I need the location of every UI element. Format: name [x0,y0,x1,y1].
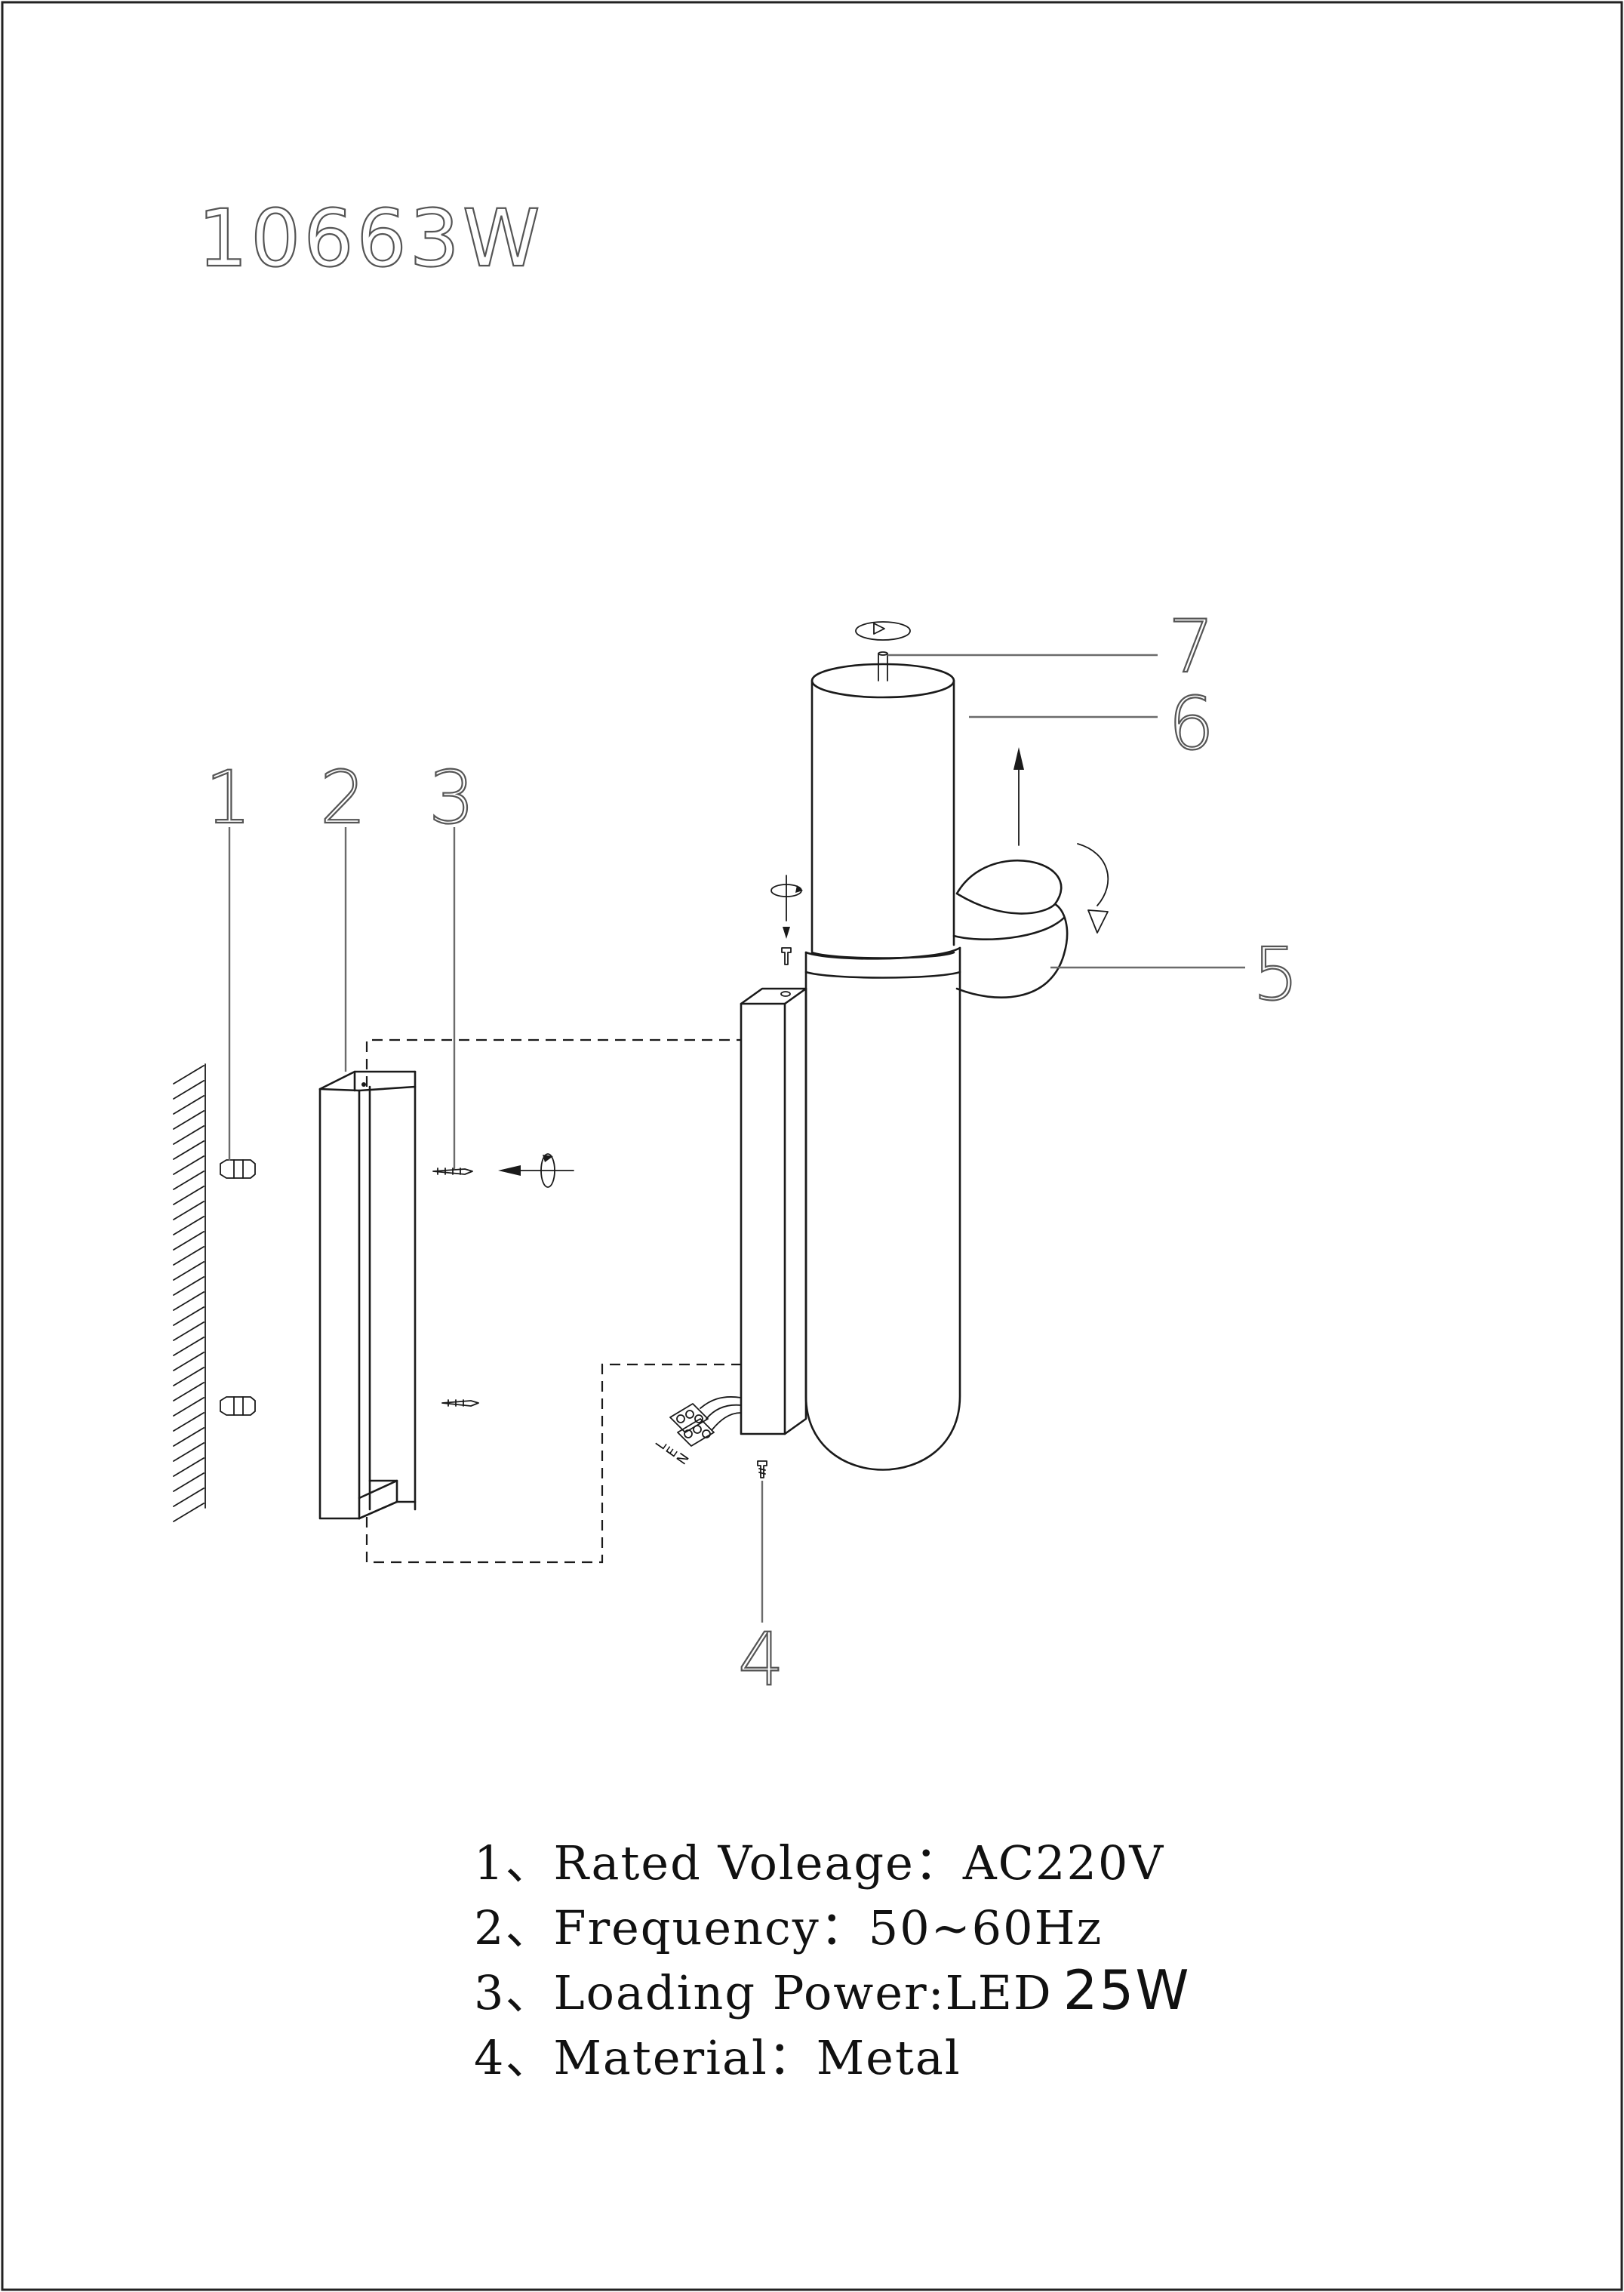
hatch-line [173,1412,205,1432]
spec-1-value: AC220V [962,1835,1164,1891]
hatch-line [173,1155,205,1175]
hatch-line [173,1321,205,1341]
spec-3-value-big: 25W [1063,1958,1191,2022]
hatch-line [173,1276,205,1296]
spec-4-number: 4、 [474,2030,553,2085]
callout-4: 4 [738,1617,784,1702]
spec-3-label: Loading Power: [553,1965,945,2020]
top-knob [855,621,911,681]
callout-5: 5 [1253,932,1299,1017]
spec-row-2: 2、Frequency：50~60Hz [474,1900,1103,1955]
screw-bottom [441,1399,479,1407]
wall-anchor-top [220,1159,256,1179]
hatch-line [173,1472,205,1492]
hatch-line [173,1246,205,1266]
spec-4-value: Metal [817,2030,961,2085]
wire-terminal-block: L E N [653,1396,742,1468]
hatch-line [173,1171,205,1190]
hatch-line [173,1216,205,1235]
hatch-line [173,1397,205,1417]
hatch-line [173,1261,205,1281]
spec-list: 1、Rated Voleage：AC220V 2、Frequency：50~60… [474,1835,1191,2085]
hatch-line [173,1457,205,1477]
hatch-line [173,1110,205,1130]
spec-3-value: LED [946,1965,1053,2020]
hatch-line [173,1337,205,1356]
hatch-line [173,1080,205,1100]
wall-anchor-bottom [220,1396,256,1416]
lift-arrow [1013,747,1024,846]
hatch-line [173,1306,205,1326]
callout-6: 6 [1168,681,1214,766]
hatch-line [173,1125,205,1145]
hatch-line [173,1291,205,1311]
spec-1-label: Rated Voleage： [553,1835,962,1891]
hatch-line [173,1140,205,1160]
bottom-screw [757,1460,767,1478]
canopy-set-screw [770,875,803,965]
hatch-line [173,1186,205,1205]
wall-canopy [740,987,807,1435]
hatch-line [173,1442,205,1462]
hatch-line [173,1352,205,1371]
hatch-line [173,1065,205,1084]
spec-2-label: Frequency： [553,1900,868,1955]
mounting-bracket [318,1070,417,1520]
alignment-dashed-bottom [365,1363,741,1564]
spec-row-4: 4、Material：Metal [474,2030,961,2085]
spec-row-1: 1、Rated Voleage：AC220V [474,1835,1164,1891]
callout-7: 7 [1168,605,1214,689]
model-number: 10663W [198,192,543,285]
hatch-line [173,1095,205,1115]
lamp-tube [804,663,961,1471]
spec-2-number: 2、 [474,1900,553,1955]
callout-3: 3 [429,755,475,840]
screw-top [432,1168,473,1175]
spec-1-number: 1、 [474,1835,553,1891]
decorative-ring [952,859,1069,998]
rotation-arrow [1077,843,1109,934]
spec-4-label: Material： [553,2030,816,2085]
hatch-line [173,1231,205,1251]
callout-1: 1 [205,755,251,840]
hatch-line [173,1382,205,1401]
hatch-line [173,1487,205,1507]
hatch-line [173,1427,205,1447]
alignment-dashed-top [365,1038,741,1087]
hatch-line [173,1367,205,1386]
hatch-line [173,1503,205,1522]
spec-2-value: 50~60Hz [869,1900,1103,1955]
screw-direction-arrow [498,1153,574,1188]
wall-hatching [173,1063,206,1522]
hatch-line [173,1201,205,1220]
spec-3-number: 3、 [474,1965,553,2020]
callout-2: 2 [320,755,366,840]
